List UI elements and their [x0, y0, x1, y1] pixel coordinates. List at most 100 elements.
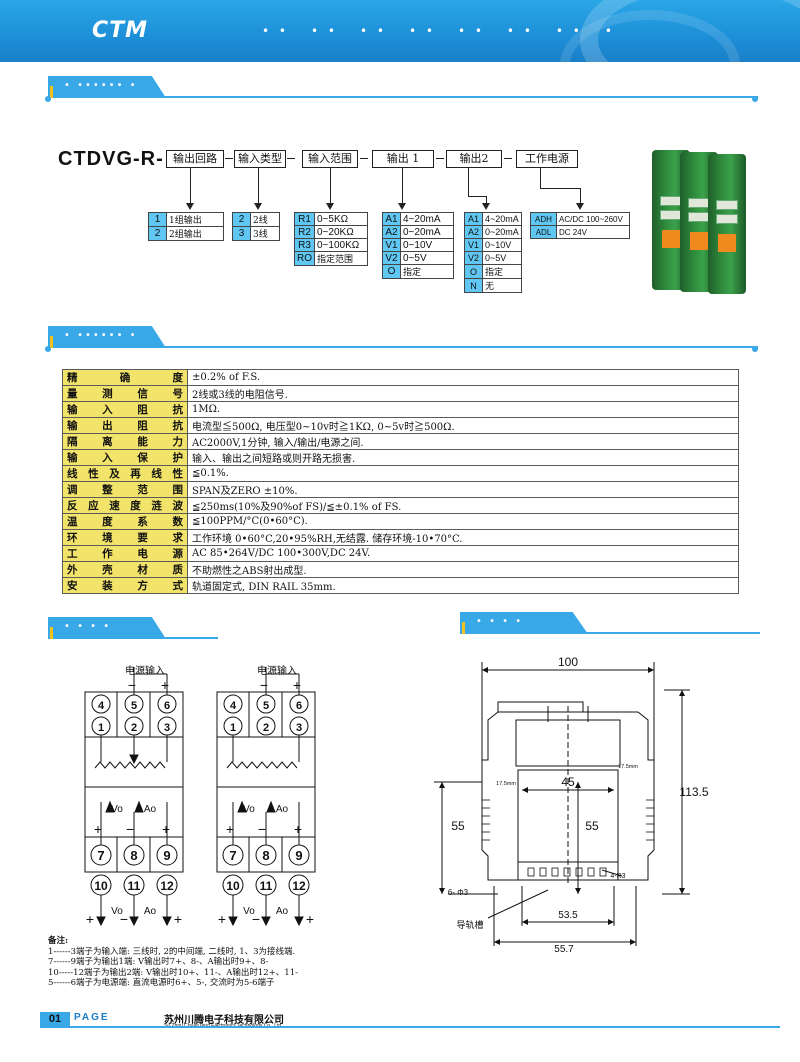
- vo-label: Vo: [111, 804, 123, 815]
- svg-text:−: −: [260, 677, 268, 693]
- model-code: CTDVG-R-: [58, 148, 164, 170]
- dimension-drawing: 100 45 55 55 113.5 53.5 55.7 17.5mm 17.5…: [434, 655, 709, 955]
- terminal-label: 2: [263, 722, 269, 734]
- code-box-output2: 输出2: [446, 150, 502, 168]
- code-box-power: 工作电源: [516, 150, 578, 168]
- svg-text:−: −: [128, 677, 136, 693]
- terminal-label: 3: [164, 722, 170, 734]
- svg-text:+: +: [174, 911, 182, 927]
- svg-text:−: −: [252, 911, 260, 927]
- note-line: 1------3端子为输入端: 三线时, 2的中间端, 二线时, 1、3为接线端…: [48, 946, 296, 957]
- terminal-label: 9: [163, 848, 170, 863]
- ao-label: Ao: [144, 906, 157, 917]
- wiring-diagram-2: 电源输入 −+ 4 5 6 1 2 3 Vo Ao +−+ 7 8 9 10 1…: [216, 664, 316, 927]
- ao-label: Ao: [276, 804, 289, 815]
- terminal-label: 7: [97, 848, 104, 863]
- notes-title: 备注:: [48, 936, 69, 946]
- code-box-output-loop: 输出回路: [166, 150, 224, 168]
- banner-dots: • • • • • • • • • • • • • • •: [262, 24, 615, 38]
- dot-group: • •: [310, 24, 338, 38]
- terminal-label: 8: [262, 848, 269, 863]
- tab-dots: • •••••• •: [64, 330, 138, 341]
- dot-group: • •: [555, 24, 583, 38]
- table-row: 温度系数≦100PPM/°C(0•60°C).: [62, 513, 739, 530]
- dash: [436, 158, 444, 159]
- terminal-label: 5: [263, 700, 269, 712]
- terminal-label: 8: [130, 848, 137, 863]
- vo-label: Vo: [243, 906, 255, 917]
- company-name: 苏州川腾电子科技有限公司: [164, 1015, 284, 1026]
- dim-113-5: 113.5: [679, 785, 708, 799]
- terminal-label: 3: [296, 722, 302, 734]
- dim-45: 45: [561, 775, 575, 789]
- wiring-notes: 备注: 1------3端子为输入端: 三线时, 2的中间端, 二线时, 1、3…: [48, 936, 298, 989]
- svg-text:+: +: [306, 911, 314, 927]
- terminal-label: 1: [98, 722, 104, 734]
- terminal-label: 6: [164, 700, 170, 712]
- terminal-label: 12: [292, 879, 306, 893]
- svg-text:−: −: [120, 911, 128, 927]
- vo-label: Vo: [111, 906, 123, 917]
- svg-text:+: +: [294, 821, 302, 837]
- dash: [225, 158, 233, 159]
- corner-dot: [45, 96, 51, 102]
- svg-text:+: +: [226, 821, 234, 837]
- table-row: 安装方式轨道固定式, DIN RAIL 35mm.: [62, 577, 739, 594]
- table-row: 外壳材质不助燃性之ABS射出成型.: [62, 561, 739, 578]
- note-line: 5------6端子为电源端: 直流电源时6+、5-, 交流时为5-6端子: [48, 978, 275, 988]
- footer: 01 PAGE 苏州川腾电子科技有限公司 Su Zhou ChuanTeng E…: [40, 1012, 780, 1029]
- power-input-label: 电源输入: [125, 664, 165, 677]
- code-box-output1: 输出 1: [372, 150, 434, 168]
- terminal-label: 4: [98, 700, 105, 712]
- note-line: 7------9端子为输出1端: V输出时7+、8-、A输出时9+、8-: [48, 957, 269, 967]
- note-line: 10-----12端子为输出2端: V输出时10+、11-、A输出时12+、11…: [48, 967, 298, 978]
- section-tab-wiring: • • • •: [48, 617, 218, 639]
- svg-text:−: −: [126, 821, 134, 837]
- terminal-label: 9: [295, 848, 302, 863]
- dim-17-5-left: 17.5mm: [496, 781, 516, 787]
- table-row: 输出阻抗电流型≦500Ω, 电压型0~10v时≧1KΩ, 0~5v时≧500Ω.: [62, 417, 739, 434]
- svg-text:+: +: [293, 677, 301, 693]
- dim-55-center: 55: [585, 819, 599, 833]
- dot-group: • •: [359, 24, 387, 38]
- table-row: 环境要求工作环境 0•60°C,20•95%RH,无结露. 储存环境-10•70…: [62, 529, 739, 546]
- terminal-label: 5: [131, 700, 137, 712]
- svg-text:+: +: [162, 821, 170, 837]
- rail-slot-label: 导轨槽: [456, 919, 483, 931]
- dot-group: • •: [262, 24, 289, 38]
- dash: [504, 158, 512, 159]
- svg-text:+: +: [218, 911, 226, 927]
- dash: [287, 158, 295, 159]
- terminal-label: 4: [230, 700, 237, 712]
- dim-55-left: 55: [451, 819, 465, 833]
- terminal-label: 10: [94, 879, 108, 893]
- table-row: 反应速度涟波≦250ms(10%及90%of FS)/≦±0.1% of FS.: [62, 497, 739, 514]
- dot-group: • •: [506, 24, 534, 38]
- terminal-label: 6: [296, 700, 302, 712]
- table-row: 精确度±0.2% of F.S.: [62, 369, 739, 386]
- code-box-input-type: 输入类型: [234, 150, 286, 168]
- tab-dots: • •••••• •: [64, 80, 138, 91]
- ao-label: Ao: [276, 906, 289, 917]
- terminal-label: 7: [229, 848, 236, 863]
- section-tab-specs: • •••••• •: [48, 326, 758, 348]
- terminal-label: 11: [128, 879, 141, 893]
- svg-text:+: +: [86, 911, 94, 927]
